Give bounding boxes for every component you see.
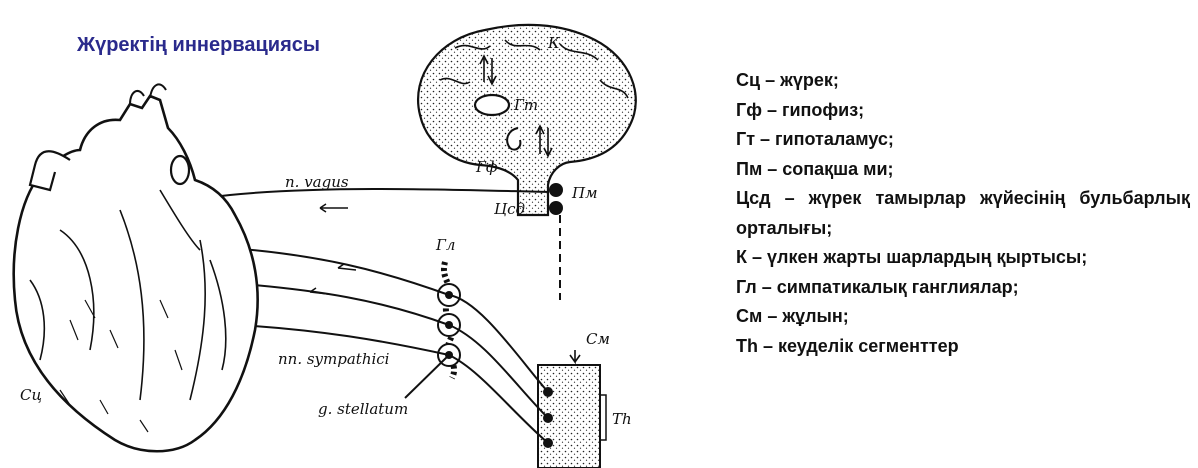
label-hypothalamus: Гт — [513, 96, 538, 114]
legend-item: Th – кеуделік сегменттер — [736, 332, 1190, 362]
label-cardio-center: Цсд — [494, 200, 525, 218]
sympathetic-ganglia — [438, 262, 460, 378]
legend-item: Цсд – жүрек тамырлар жүйесінің бульбарлы… — [736, 184, 1190, 243]
legend-item: См – жұлын; — [736, 302, 1190, 332]
legend-item: Гф – гипофиз; — [736, 96, 1190, 126]
medulla-nucleus-top — [549, 183, 563, 197]
label-thoracic: Th — [612, 410, 632, 428]
hypothalamus-shape — [475, 95, 509, 115]
legend-item: Сц – жүрек; — [736, 66, 1190, 96]
legend-item: Гл – симпатикалық ганглиялар; — [736, 273, 1190, 303]
heart-innervation-figure: К Гт Гф Пм Цсд n. vagus Гл nn. sympathic… — [0, 0, 730, 468]
legend-item: Гт – гипоталамус; — [736, 125, 1190, 155]
label-spinal-cord: См — [586, 330, 610, 348]
label-heart: Сц — [20, 386, 42, 404]
label-hypophysis: Гф — [475, 158, 498, 176]
legend: Сц – жүрек;Гф – гипофиз;Гт – гипоталамус… — [736, 66, 1190, 361]
label-vagus: n. vagus — [285, 173, 349, 191]
heart-illustration — [14, 84, 258, 451]
label-sympathetic: nn. sympathici — [278, 350, 390, 368]
label-stellate: g. stellatum — [318, 400, 408, 418]
brain — [418, 25, 636, 215]
legend-item: Пм – сопақша ми; — [736, 155, 1190, 185]
label-cortex: К — [547, 34, 560, 52]
label-medulla: Пм — [571, 184, 598, 202]
legend-item: К – үлкен жарты шарлардың қыртысы; — [736, 243, 1190, 273]
medulla-nucleus-bottom — [549, 201, 563, 215]
label-ganglia: Гл — [435, 236, 455, 254]
